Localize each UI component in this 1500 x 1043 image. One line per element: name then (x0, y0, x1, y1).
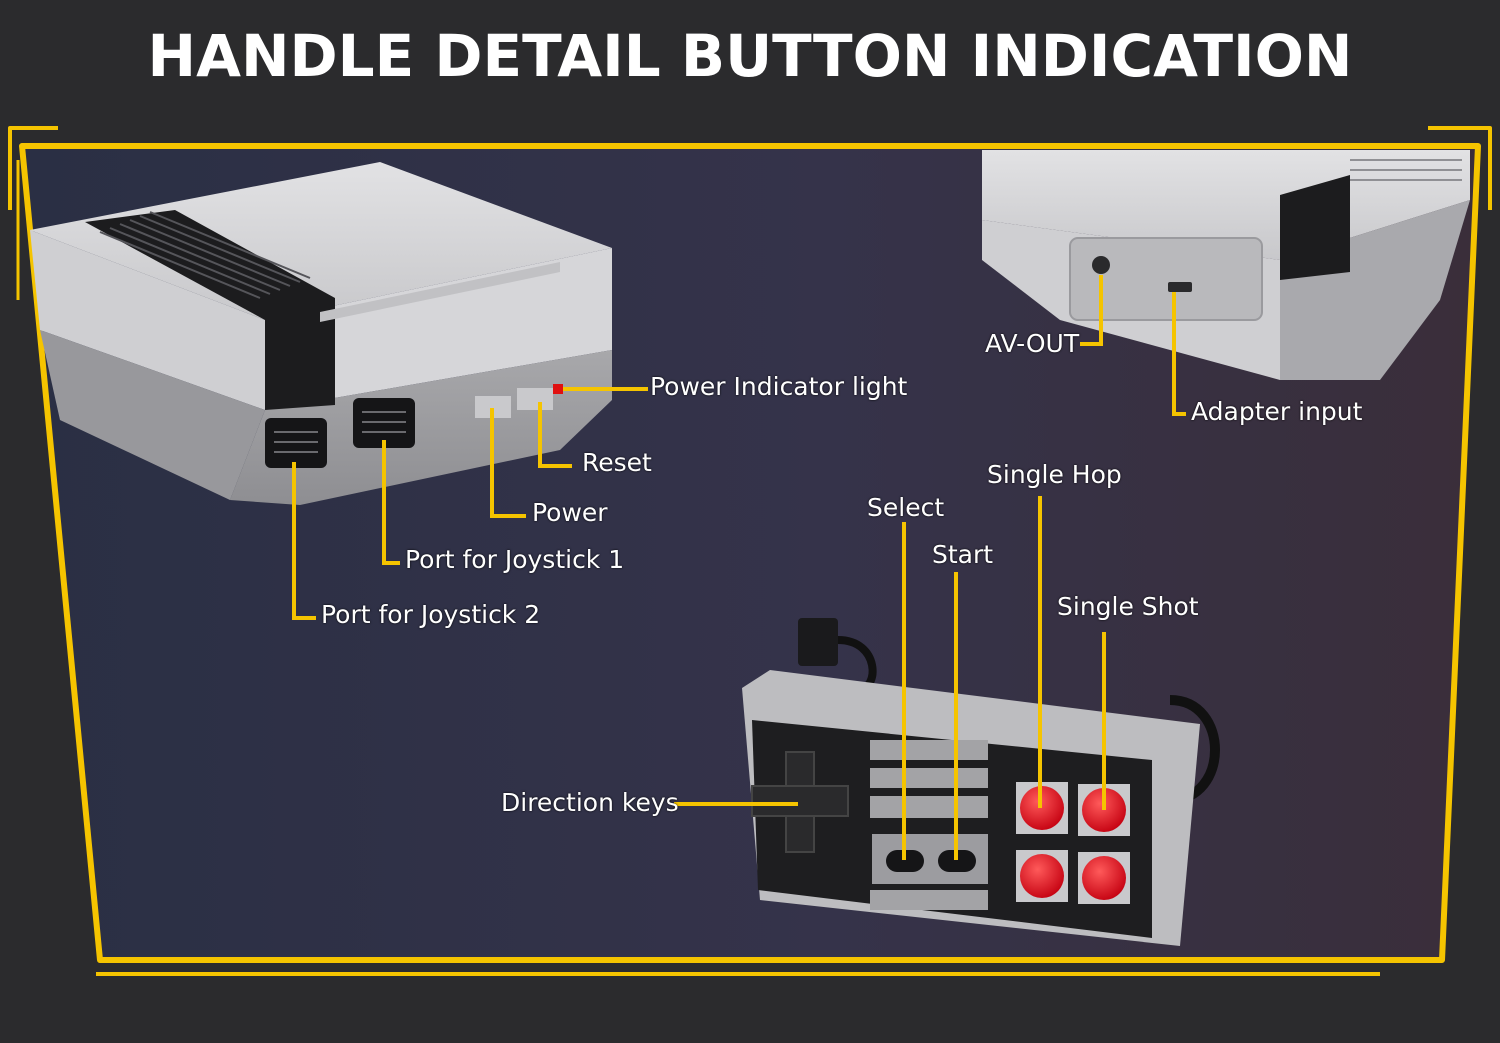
leader-av-out (1080, 275, 1103, 346)
frame-border (8, 126, 1492, 976)
label-reset: Reset (582, 448, 652, 477)
label-port-joystick-2: Port for Joystick 2 (321, 600, 541, 629)
label-single-shot: Single Shot (1057, 592, 1199, 621)
leader-port2 (292, 462, 316, 620)
leader-reset (538, 402, 572, 468)
leader-port1 (382, 440, 400, 565)
start-button (938, 850, 976, 872)
label-start: Start (932, 540, 994, 569)
label-port-joystick-1: Port for Joystick 1 (405, 545, 625, 574)
leader-power (490, 408, 526, 518)
label-power-indicator: Power Indicator light (650, 372, 908, 401)
label-direction-keys: Direction keys (501, 788, 679, 817)
label-power: Power (532, 498, 608, 527)
console-rear-view (982, 150, 1470, 380)
label-single-hop: Single Hop (987, 460, 1122, 489)
label-select: Select (867, 493, 945, 522)
console-front-view (30, 162, 612, 505)
label-av-out: AV-OUT (985, 329, 1080, 358)
shot-button-2 (1082, 856, 1126, 900)
power-indicator-led (553, 384, 563, 394)
av-out-jack (1092, 256, 1110, 274)
page-title: HANDLE DETAIL BUTTON INDICATION (147, 22, 1353, 90)
direction-pad (751, 751, 849, 853)
leader-lines (292, 275, 1186, 860)
controller (742, 618, 1220, 946)
adapter-port (1168, 282, 1192, 292)
label-adapter-input: Adapter input (1191, 397, 1363, 426)
power-button (475, 396, 511, 418)
reset-button (517, 388, 553, 410)
hop-button-2 (1020, 854, 1064, 898)
select-button (886, 850, 924, 872)
leader-adapter (1172, 292, 1186, 416)
